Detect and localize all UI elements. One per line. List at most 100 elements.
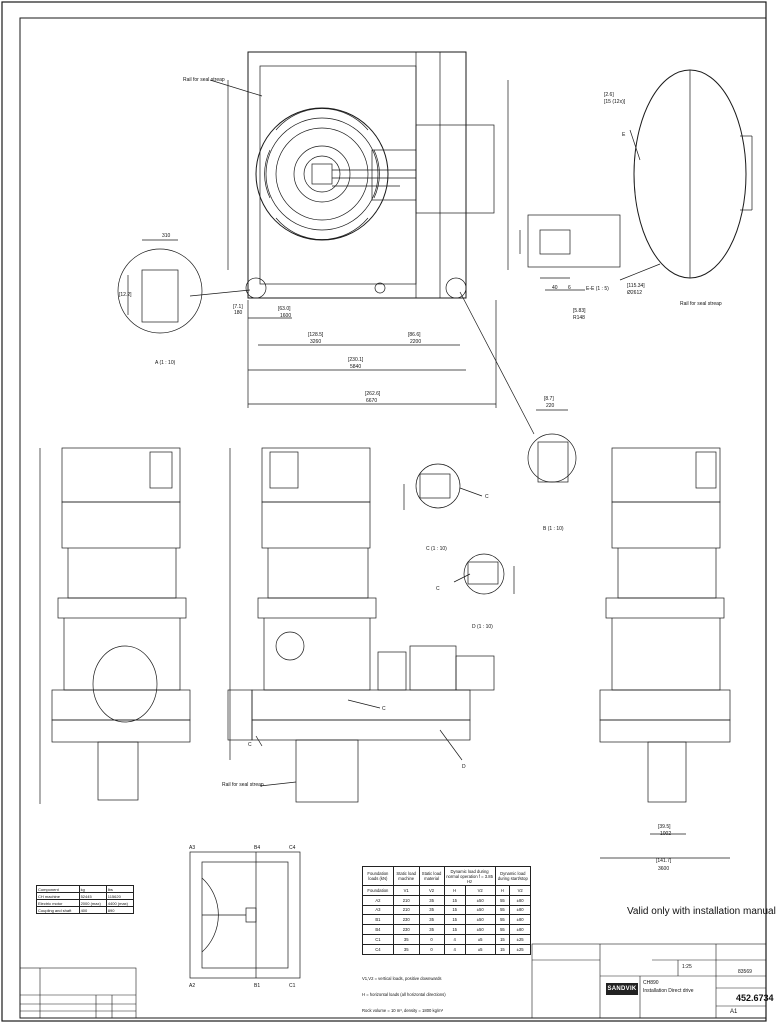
dim-63: [63.0] xyxy=(278,306,291,312)
dim-12-2: [12.2] xyxy=(119,292,132,298)
cell: ±5 xyxy=(464,933,496,945)
dim-39-5: [39.5] xyxy=(658,824,671,830)
cell: 15 xyxy=(443,914,466,926)
validity-note: Valid only with installation manual xyxy=(627,906,776,917)
cell: 4 xyxy=(443,943,466,955)
view-label-b: B (1 : 10) xyxy=(543,526,564,532)
label-rail-seal-strap-top: Rail for seal streap xyxy=(183,77,225,83)
kg-cell: kg xyxy=(78,885,107,893)
lbs-cell: lbs xyxy=(105,885,135,893)
foundation-load-table: Foundation loads (kN) Static load machin… xyxy=(362,866,532,955)
section-letter-c-left: C xyxy=(248,742,252,748)
product-name: CH890 xyxy=(643,980,659,986)
dim-3260: 3260 xyxy=(310,339,322,345)
detail-e-view xyxy=(519,214,621,291)
detail-b-view xyxy=(459,291,577,483)
cell: 15 xyxy=(494,933,511,945)
dim-180: 180 xyxy=(234,310,243,316)
detail-c-view xyxy=(403,463,483,510)
cell: B4 xyxy=(362,924,394,935)
detail-d-view xyxy=(453,553,515,595)
cell: 210 xyxy=(392,904,420,916)
table-row: CH machine 52445 115620 xyxy=(36,892,135,900)
view-label-c: C (1 : 10) xyxy=(426,546,447,552)
dim-15-12x: [15 (12x)] xyxy=(604,99,626,105)
cell: ±25 xyxy=(509,943,531,955)
foundation-label-c1: C1 xyxy=(289,983,296,989)
cell: ±80 xyxy=(509,904,531,916)
dim-220: 220 xyxy=(546,403,555,409)
lbs-cell: 115620 xyxy=(105,892,135,900)
header-cell: Static load material xyxy=(418,866,445,886)
subheader-cell: V2 xyxy=(509,885,531,896)
cell: C4 xyxy=(362,943,394,955)
subheader-cell: H xyxy=(443,885,466,896)
view-label-a: A (1 : 10) xyxy=(155,360,176,366)
kg-cell: 400 xyxy=(78,906,107,914)
cell: 55 xyxy=(494,924,511,935)
dim-3600: 3600 xyxy=(658,866,670,872)
kg-cell: 2000 (max) xyxy=(78,899,107,907)
cell: 35 xyxy=(418,894,445,906)
cell: ±80 xyxy=(509,914,531,926)
dim-5840: 5840 xyxy=(350,364,362,370)
table-header-row: Foundation loads (kN) Static load machin… xyxy=(362,866,532,886)
table-row: Component kg lbs xyxy=(36,885,135,893)
dim-2200: 2200 xyxy=(410,339,422,345)
header-cell: Static load machine xyxy=(392,866,420,886)
cell: 55 xyxy=(494,914,511,926)
cell: A2 xyxy=(362,894,394,906)
cell: 15 xyxy=(443,894,466,906)
label-rail-seal-strap-right: Rail for seal streap xyxy=(680,301,722,307)
dim-5-83: [5.83] xyxy=(573,308,586,314)
dim-115-34: [115.34] xyxy=(627,283,645,289)
arrow-letter-c-d: C xyxy=(436,586,440,592)
dim-86-6: [86.6] xyxy=(408,332,421,338)
document-number: 452.6734 xyxy=(736,993,774,1003)
foundation-plan-view xyxy=(189,851,301,979)
lbs-cell: 890 xyxy=(105,906,135,914)
dim-141-7: [141.7] xyxy=(656,858,672,864)
foundation-label-a3: A3 xyxy=(189,845,196,851)
component-cell: CH machine xyxy=(36,892,80,900)
dim-1002: 1002 xyxy=(660,831,672,837)
component-cell: Coupling and shaft xyxy=(36,906,80,914)
dim-1600: 1600 xyxy=(280,313,292,319)
cell: B1 xyxy=(362,914,394,926)
cell: ±50 xyxy=(464,914,496,926)
dim-128-5: [128.5] xyxy=(308,332,324,338)
cell: 15 xyxy=(494,943,511,955)
view-label-d: D (1 : 10) xyxy=(472,624,493,630)
cell: C1 xyxy=(362,933,394,945)
cell: 230 xyxy=(392,924,420,935)
center-elevation-view xyxy=(227,447,495,803)
cell: ±25 xyxy=(509,933,531,945)
foundation-label-c4: C4 xyxy=(289,845,296,851)
load-note-rock-volume: Rock volume = 10 m³, density = 1800 kg/m… xyxy=(362,1008,443,1013)
foundation-label-b1: B1 xyxy=(254,983,261,989)
dim-262-6: [262.6] xyxy=(365,391,381,397)
drawing-scale: 1:25 xyxy=(682,964,692,970)
cell: 35 xyxy=(392,943,420,955)
header-cell: Foundation loads (kN) xyxy=(362,866,394,886)
right-elevation-view xyxy=(599,447,731,859)
label-rail-seal-strap-center: Rail for seal streap xyxy=(222,782,264,788)
view-label-ee: E-E (1 : 5) xyxy=(586,286,609,292)
foundation-label-b4: B4 xyxy=(254,845,261,851)
cell: 35 xyxy=(418,924,445,935)
cell: ±50 xyxy=(464,904,496,916)
cell: 35 xyxy=(418,904,445,916)
foundation-label-a2: A2 xyxy=(189,983,196,989)
subheader-cell: V1 xyxy=(392,885,420,896)
load-note-vertical: V1,V2 = vertical loads, positive downwar… xyxy=(362,976,442,981)
top-plan-view xyxy=(209,51,509,408)
dim-40: 40 xyxy=(552,285,558,291)
detail-a-view xyxy=(117,239,251,334)
dim-6670: 6670 xyxy=(366,398,378,404)
cell: 210 xyxy=(392,894,420,906)
subheader-cell: V2 xyxy=(464,885,496,896)
cell: 4 xyxy=(443,933,466,945)
component-cell: Component xyxy=(36,885,80,893)
